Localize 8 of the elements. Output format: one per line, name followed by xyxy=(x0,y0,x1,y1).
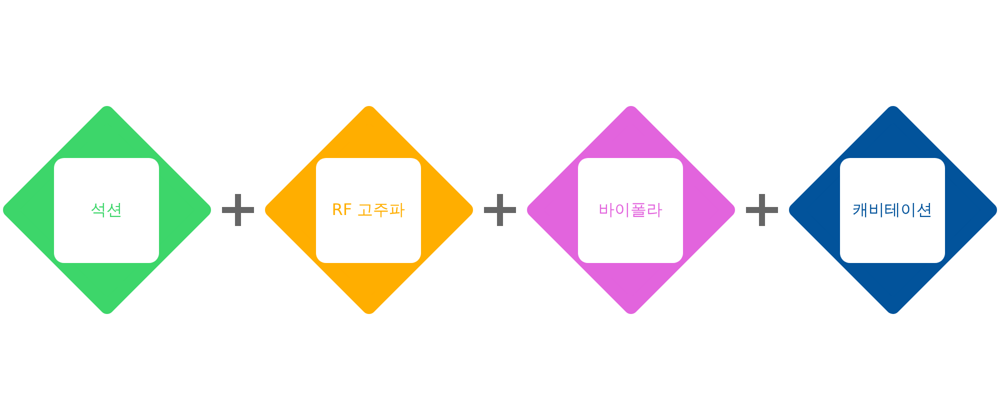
label-card: RF 고주파 xyxy=(316,158,421,263)
diamond-shape xyxy=(264,105,474,315)
label-card: 석션 xyxy=(54,158,159,263)
label-card: 바이폴라 xyxy=(578,158,683,263)
label-card: 캐비테이션 xyxy=(840,158,945,263)
diamond-shape xyxy=(526,105,736,315)
diamond-shape xyxy=(788,105,998,315)
diamond-shape xyxy=(2,105,212,315)
